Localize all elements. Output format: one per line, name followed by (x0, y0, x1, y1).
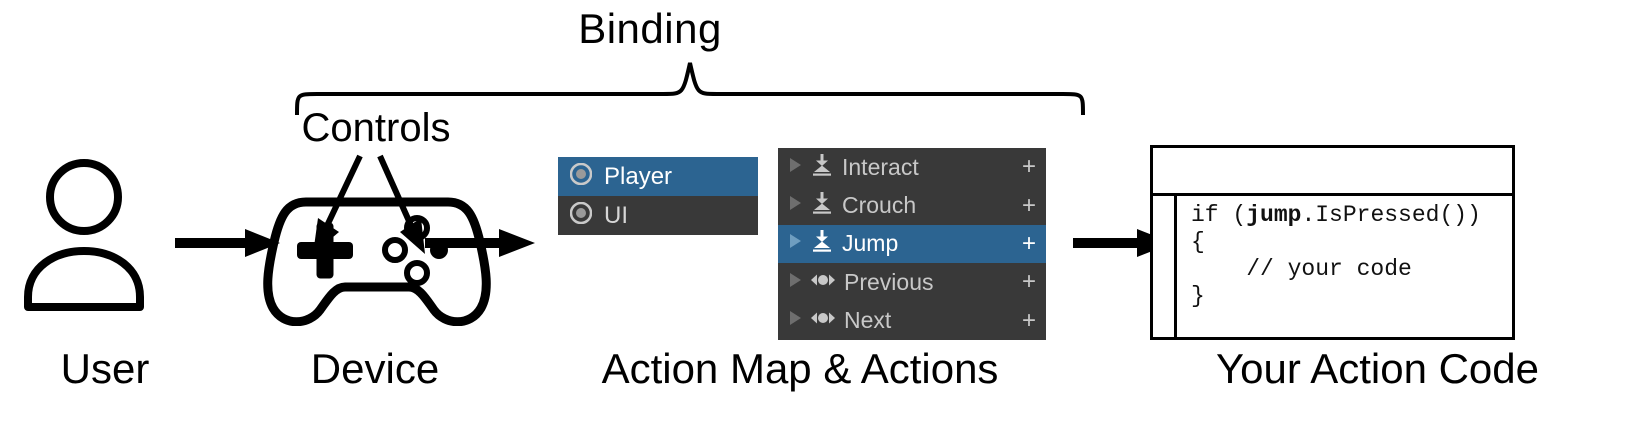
button-action-icon (810, 191, 834, 220)
foldout-arrow-icon[interactable] (786, 156, 804, 179)
controls-label: Controls (301, 106, 451, 150)
axis-action-icon (810, 268, 836, 297)
arrow-right-icon (425, 228, 535, 258)
action-label: Jump (842, 230, 899, 257)
foldout-arrow-icon[interactable] (786, 232, 804, 255)
action-item-next[interactable]: Next + (778, 302, 1046, 340)
add-binding-button[interactable]: + (1021, 268, 1036, 296)
action-item-crouch[interactable]: Crouch + (778, 186, 1046, 224)
action-item-jump[interactable]: Jump + (778, 224, 1046, 264)
code-text[interactable]: if (jump.IsPressed()) { // your code } (1177, 196, 1512, 337)
foldout-arrow-icon[interactable] (786, 271, 804, 294)
caption-user: User (60, 345, 150, 392)
code-gutter (1153, 196, 1177, 337)
axis-action-icon (810, 306, 836, 335)
foldout-arrow-icon[interactable] (786, 309, 804, 332)
code-line1-identifier: jump (1246, 202, 1302, 228)
code-line1-suffix: .IsPressed()) (1301, 202, 1481, 228)
curly-brace-bracket-icon (295, 60, 1085, 117)
action-map-item-player[interactable]: Player (558, 157, 758, 196)
add-binding-button[interactable]: + (1021, 306, 1036, 334)
actions-list[interactable]: Interact + Crouch + (778, 148, 1046, 340)
code-window-body: if (jump.IsPressed()) { // your code } (1153, 196, 1512, 337)
action-map-list[interactable]: Player UI (558, 157, 758, 235)
action-label: Next (844, 307, 892, 334)
foldout-arrow-icon[interactable] (786, 194, 804, 217)
button-action-icon (810, 229, 834, 258)
add-binding-button[interactable]: + (1021, 153, 1036, 181)
code-window: if (jump.IsPressed()) { // your code } (1150, 145, 1515, 340)
code-line1-prefix: if ( (1191, 202, 1247, 228)
action-item-interact[interactable]: Interact + (778, 148, 1046, 186)
caption-your-action-code: Your Action Code (1215, 345, 1540, 392)
person-icon (22, 155, 192, 315)
code-line2: { (1191, 229, 1205, 255)
button-action-icon (810, 153, 834, 182)
code-window-titlebar (1153, 148, 1512, 196)
binding-title: Binding (578, 5, 722, 52)
action-label: Interact (842, 153, 919, 180)
action-label: Previous (844, 268, 934, 295)
action-map-item-ui[interactable]: UI (558, 196, 758, 235)
arrow-right-icon (175, 228, 280, 258)
code-line4: } (1191, 283, 1205, 309)
caption-action-map: Action Map & Actions (601, 345, 999, 392)
action-map-icon (569, 201, 593, 229)
action-item-previous[interactable]: Previous + (778, 263, 1046, 301)
add-binding-button[interactable]: + (1021, 229, 1036, 257)
code-line3: // your code (1191, 256, 1412, 282)
action-label: Crouch (842, 192, 917, 219)
action-map-icon (569, 162, 593, 190)
action-map-label: Player (604, 162, 673, 190)
action-map-label: UI (604, 201, 628, 229)
caption-device: Device (310, 345, 440, 392)
add-binding-button[interactable]: + (1021, 191, 1036, 219)
